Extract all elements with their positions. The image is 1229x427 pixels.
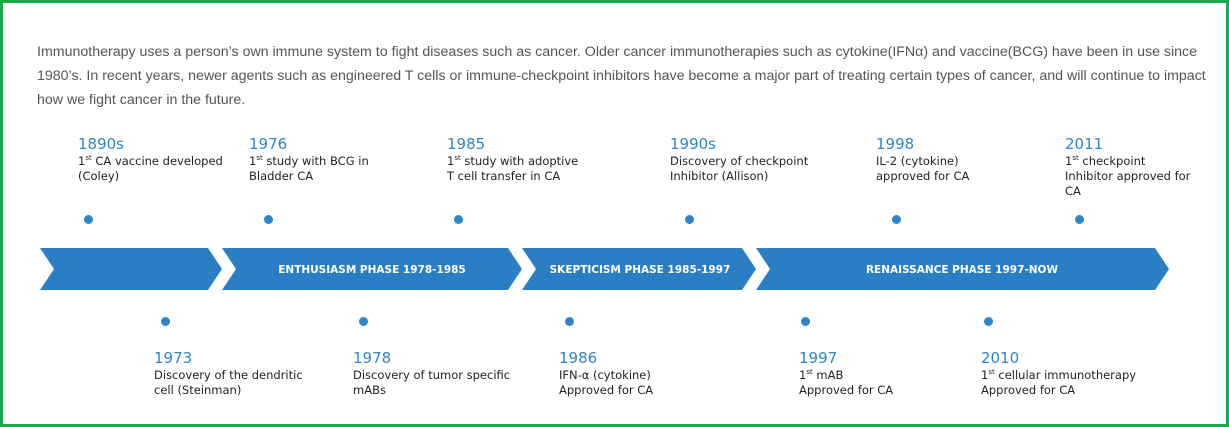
- timeline-dot: [161, 317, 170, 326]
- event-year: 1890s: [78, 135, 124, 153]
- event-description: IL-2 (cytokine)approved for CA: [876, 154, 970, 183]
- timeline-event-1890s: 1890s 1st CA vaccine developed(Coley): [78, 135, 223, 184]
- phase-label-enthusiasm: ENTHUSIASM PHASE 1978-1985: [278, 264, 466, 276]
- event-year: 1998: [876, 135, 915, 153]
- timeline-dot: [84, 215, 93, 224]
- phase-arrow-enthusiasm: [222, 248, 522, 290]
- timeline-dot: [264, 215, 273, 224]
- event-year: 1973: [154, 349, 193, 367]
- phase-arrow-start: [40, 248, 222, 290]
- event-year: 2011: [1065, 135, 1104, 153]
- event-year: 1985: [447, 135, 486, 153]
- timeline-dot: [685, 215, 694, 224]
- timeline-dot: [1075, 215, 1084, 224]
- phase-label-skepticism: SKEPTICISM PHASE 1985-1997: [550, 264, 731, 276]
- event-year: 1990s: [670, 135, 716, 153]
- event-year: 1976: [249, 135, 288, 153]
- intro-paragraph: Immunotherapy uses a person’s own immune…: [37, 44, 1206, 108]
- timeline-dot: [801, 317, 810, 326]
- timeline-dot: [454, 215, 463, 224]
- phase-label-renaissance: RENAISSANCE PHASE 1997-NOW: [866, 264, 1058, 276]
- timeline-dot: [984, 317, 993, 326]
- phase-arrow-skepticism: [522, 248, 756, 290]
- timeline-dot: [565, 317, 574, 326]
- event-year: 1997: [799, 349, 838, 367]
- phase-arrow-renaissance: [756, 248, 1169, 290]
- timeline-dot: [892, 215, 901, 224]
- event-year: 1978: [353, 349, 392, 367]
- event-description: IFN-α (cytokine)Approved for CA: [559, 368, 654, 397]
- timeline-dot: [359, 317, 368, 326]
- event-year: 1986: [559, 349, 598, 367]
- timeline-event-1998: 1998 IL-2 (cytokine)approved for CA: [876, 135, 969, 184]
- event-description: 1st CA vaccine developed(Coley): [78, 154, 223, 183]
- event-year: 2010: [981, 349, 1020, 367]
- timeline-event-1986: 1986 IFN-α (cytokine)Approved for CA: [559, 349, 653, 398]
